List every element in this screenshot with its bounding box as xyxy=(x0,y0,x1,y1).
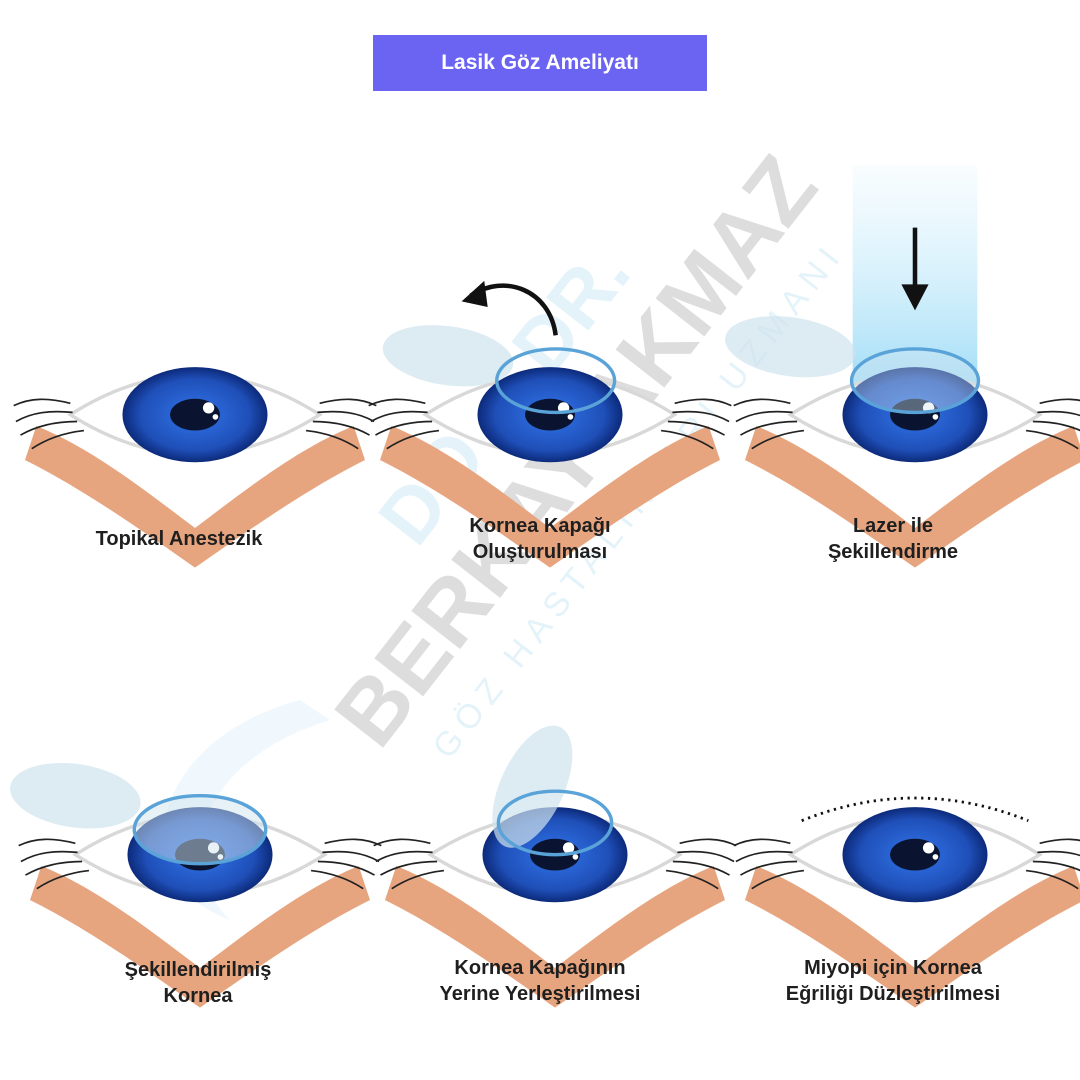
reshaped-cornea xyxy=(132,794,268,866)
diagram-title: Lasik Göz Ameliyatı xyxy=(373,35,707,91)
cornea-flap-lifted xyxy=(725,316,856,378)
step-6-illustration xyxy=(731,730,1080,1070)
step-3-label: Lazer ile Şekillendirme xyxy=(827,515,959,563)
step-4-label: Şekillendirilmiş Kornea xyxy=(124,959,272,1007)
step-1-label: Topikal Anestezik xyxy=(95,528,263,550)
step-5-label: Kornea Kapağının Yerine Yerleştirilmesi xyxy=(439,957,641,1005)
step-4-illustration xyxy=(10,730,384,1070)
cornea-flap-lifted xyxy=(10,763,141,829)
step-1-illustration xyxy=(11,290,379,630)
cornea-flap-returning xyxy=(492,725,573,848)
cornea-flap-lifted xyxy=(382,325,514,387)
step-3-illustration xyxy=(725,165,1080,630)
cornea-flap-outline xyxy=(849,347,981,415)
cornea-flap-outline xyxy=(496,789,614,857)
step-6-label: Miyopi için Kornea Eğriliği Düzleştirilm… xyxy=(785,957,1001,1005)
step-2-illustration xyxy=(366,280,734,630)
flattened-curvature-line xyxy=(801,796,1029,822)
cornea-flap-outline xyxy=(495,347,617,415)
step-5-illustration xyxy=(371,725,739,1070)
step-2-label: Kornea Kapağı Oluşturulması xyxy=(469,515,611,563)
